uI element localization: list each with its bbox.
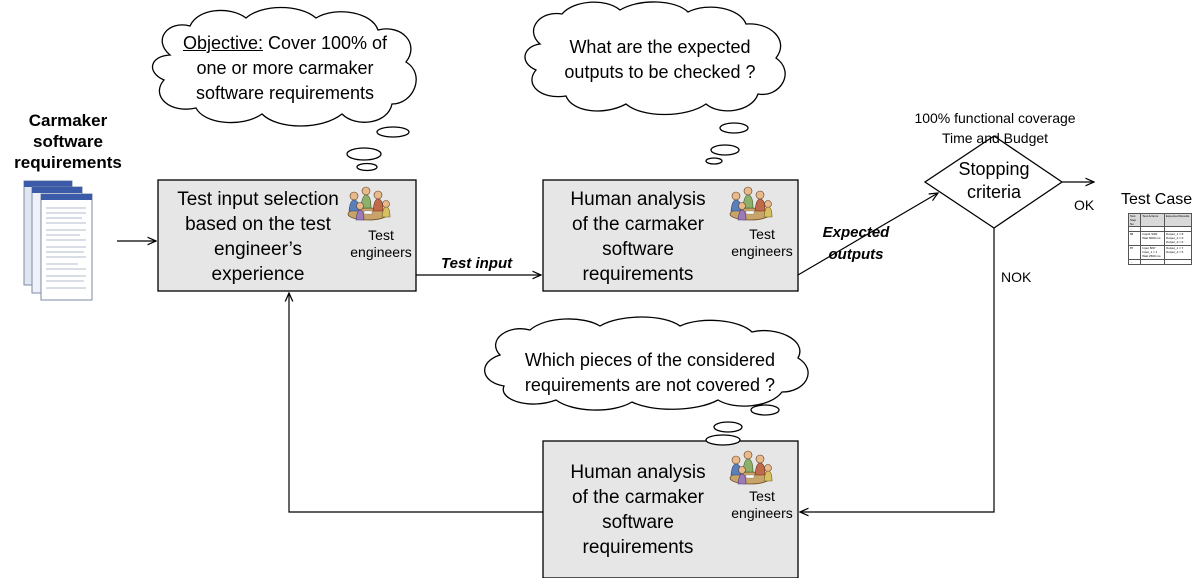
box-line: of the carmaker (572, 214, 704, 235)
test-case-title: Test Case (1121, 191, 1192, 208)
analysis-bottom-actor-label: Test engineers (728, 488, 796, 522)
actor-line: engineers (731, 505, 793, 521)
table-header-cell: Test Step No (1127, 213, 1142, 227)
thought-cloud-icon (152, 6, 417, 172)
analysis-top-box (542, 179, 799, 292)
box-line: of the carmaker (572, 487, 704, 508)
selection-box (157, 179, 417, 292)
actor-line: engineers (350, 244, 412, 260)
actor-line: Test (749, 226, 775, 242)
expected-outputs-label: Expected outputs (806, 222, 906, 266)
edge-label-line: Expected (822, 224, 890, 241)
table-cell (1140, 259, 1165, 265)
table-cell (1163, 259, 1192, 265)
criteria-line: 100% functional coverage (914, 110, 1076, 126)
edge-feedback (289, 293, 543, 513)
table-cell: 87 (1127, 245, 1142, 260)
objective-line-3: software requirements (195, 83, 375, 103)
box-line: requirements (582, 537, 694, 558)
thought-cloud-icon (484, 316, 809, 446)
table-cell: Input1 9/90 Wait 5000 ms (1140, 231, 1165, 246)
actor-line: Test (749, 488, 775, 504)
table-header-cell: Test Actions (1140, 213, 1165, 227)
table-row: ... (1127, 259, 1192, 265)
thought-line: Which pieces of the considered (524, 350, 776, 370)
box-line: requirements (582, 264, 694, 285)
objective-prefix: Objective: (182, 33, 263, 53)
decision-line: criteria (966, 182, 1021, 202)
table-header-row: Test Step No Test Actions Expected Resul… (1127, 213, 1192, 227)
thought-line: What are the expected (569, 37, 751, 57)
box-line: engineer’s (213, 239, 303, 260)
thought-line: outputs to be checked ? (564, 62, 756, 82)
requirements-label: Carmaker software requirements (4, 110, 132, 173)
test-case-table: Test Step No Test Actions Expected Resul… (1127, 213, 1192, 265)
table-cell: ... (1127, 259, 1142, 265)
expected-thought-text: What are the expected outputs to be chec… (545, 35, 775, 85)
requirements-label-line: software (33, 132, 103, 151)
document-stack-icon (23, 180, 93, 301)
thought-cloud-icon (524, 1, 786, 165)
table-row: 87 Input 8/97 Input_1 = 1 Wait 2500 ms O… (1127, 245, 1192, 260)
analysis-top-text: Human analysis of the carmaker software … (546, 187, 730, 287)
analysis-top-actor-label: Test engineers (728, 226, 796, 260)
uncovered-thought-text: Which pieces of the considered requireme… (505, 348, 795, 398)
criteria-line: Time and Budget (941, 130, 1049, 146)
actor-line: Test (368, 227, 394, 243)
decision-label: Stopping criteria (925, 158, 1063, 204)
box-line: experience (211, 264, 305, 285)
selection-actor-label: Test engineers (348, 227, 414, 261)
requirements-label-line: Carmaker (28, 111, 108, 130)
box-line: Human analysis (570, 462, 706, 483)
table-cell: Input 8/97 Input_1 = 1 Wait 2500 ms (1140, 245, 1165, 260)
decision-criteria: 100% functional coverage Time and Budget (895, 108, 1095, 148)
edge-expected-outputs (797, 193, 938, 276)
objective-line-2: one or more carmaker (196, 58, 374, 78)
table-row: 86 Input1 9/90 Wait 5000 ms Output_1 = 8… (1127, 231, 1192, 246)
objective-thought-text: Objective: Cover 100% of one or more car… (165, 31, 405, 106)
objective-line-1: Objective: Cover 100% of (165, 31, 405, 56)
box-line: software (602, 239, 674, 260)
selection-box-text: Test input selection based on the test e… (160, 187, 356, 287)
ok-label: OK (1074, 197, 1095, 213)
edge-nok (800, 228, 995, 512)
decision-line: Stopping (958, 159, 1030, 179)
edge-label-line: outputs (828, 246, 884, 263)
actor-line: engineers (731, 243, 793, 259)
requirements-label-line: requirements (14, 153, 122, 172)
box-line: software (602, 512, 674, 533)
table-cell: 86 (1127, 231, 1142, 246)
table-cell: Output_1 = 8 Output_2 = 0 Output_3 = 0 (1163, 231, 1192, 246)
analysis-bottom-box (542, 440, 799, 578)
thought-line: requirements are not covered ? (524, 375, 776, 395)
box-line: based on the test (185, 214, 331, 235)
test-input-label: Test input (441, 255, 513, 272)
table-cell: Output_1 = 7 Output_2 = 5 (1163, 245, 1192, 260)
box-line: Test input selection (177, 189, 339, 210)
analysis-bottom-text: Human analysis of the carmaker software … (546, 460, 730, 560)
table-header-cell: Expected Results (1163, 213, 1192, 227)
nok-label: NOK (1001, 269, 1032, 285)
objective-line1-rest: Cover 100% of (262, 33, 388, 53)
box-line: Human analysis (570, 189, 706, 210)
